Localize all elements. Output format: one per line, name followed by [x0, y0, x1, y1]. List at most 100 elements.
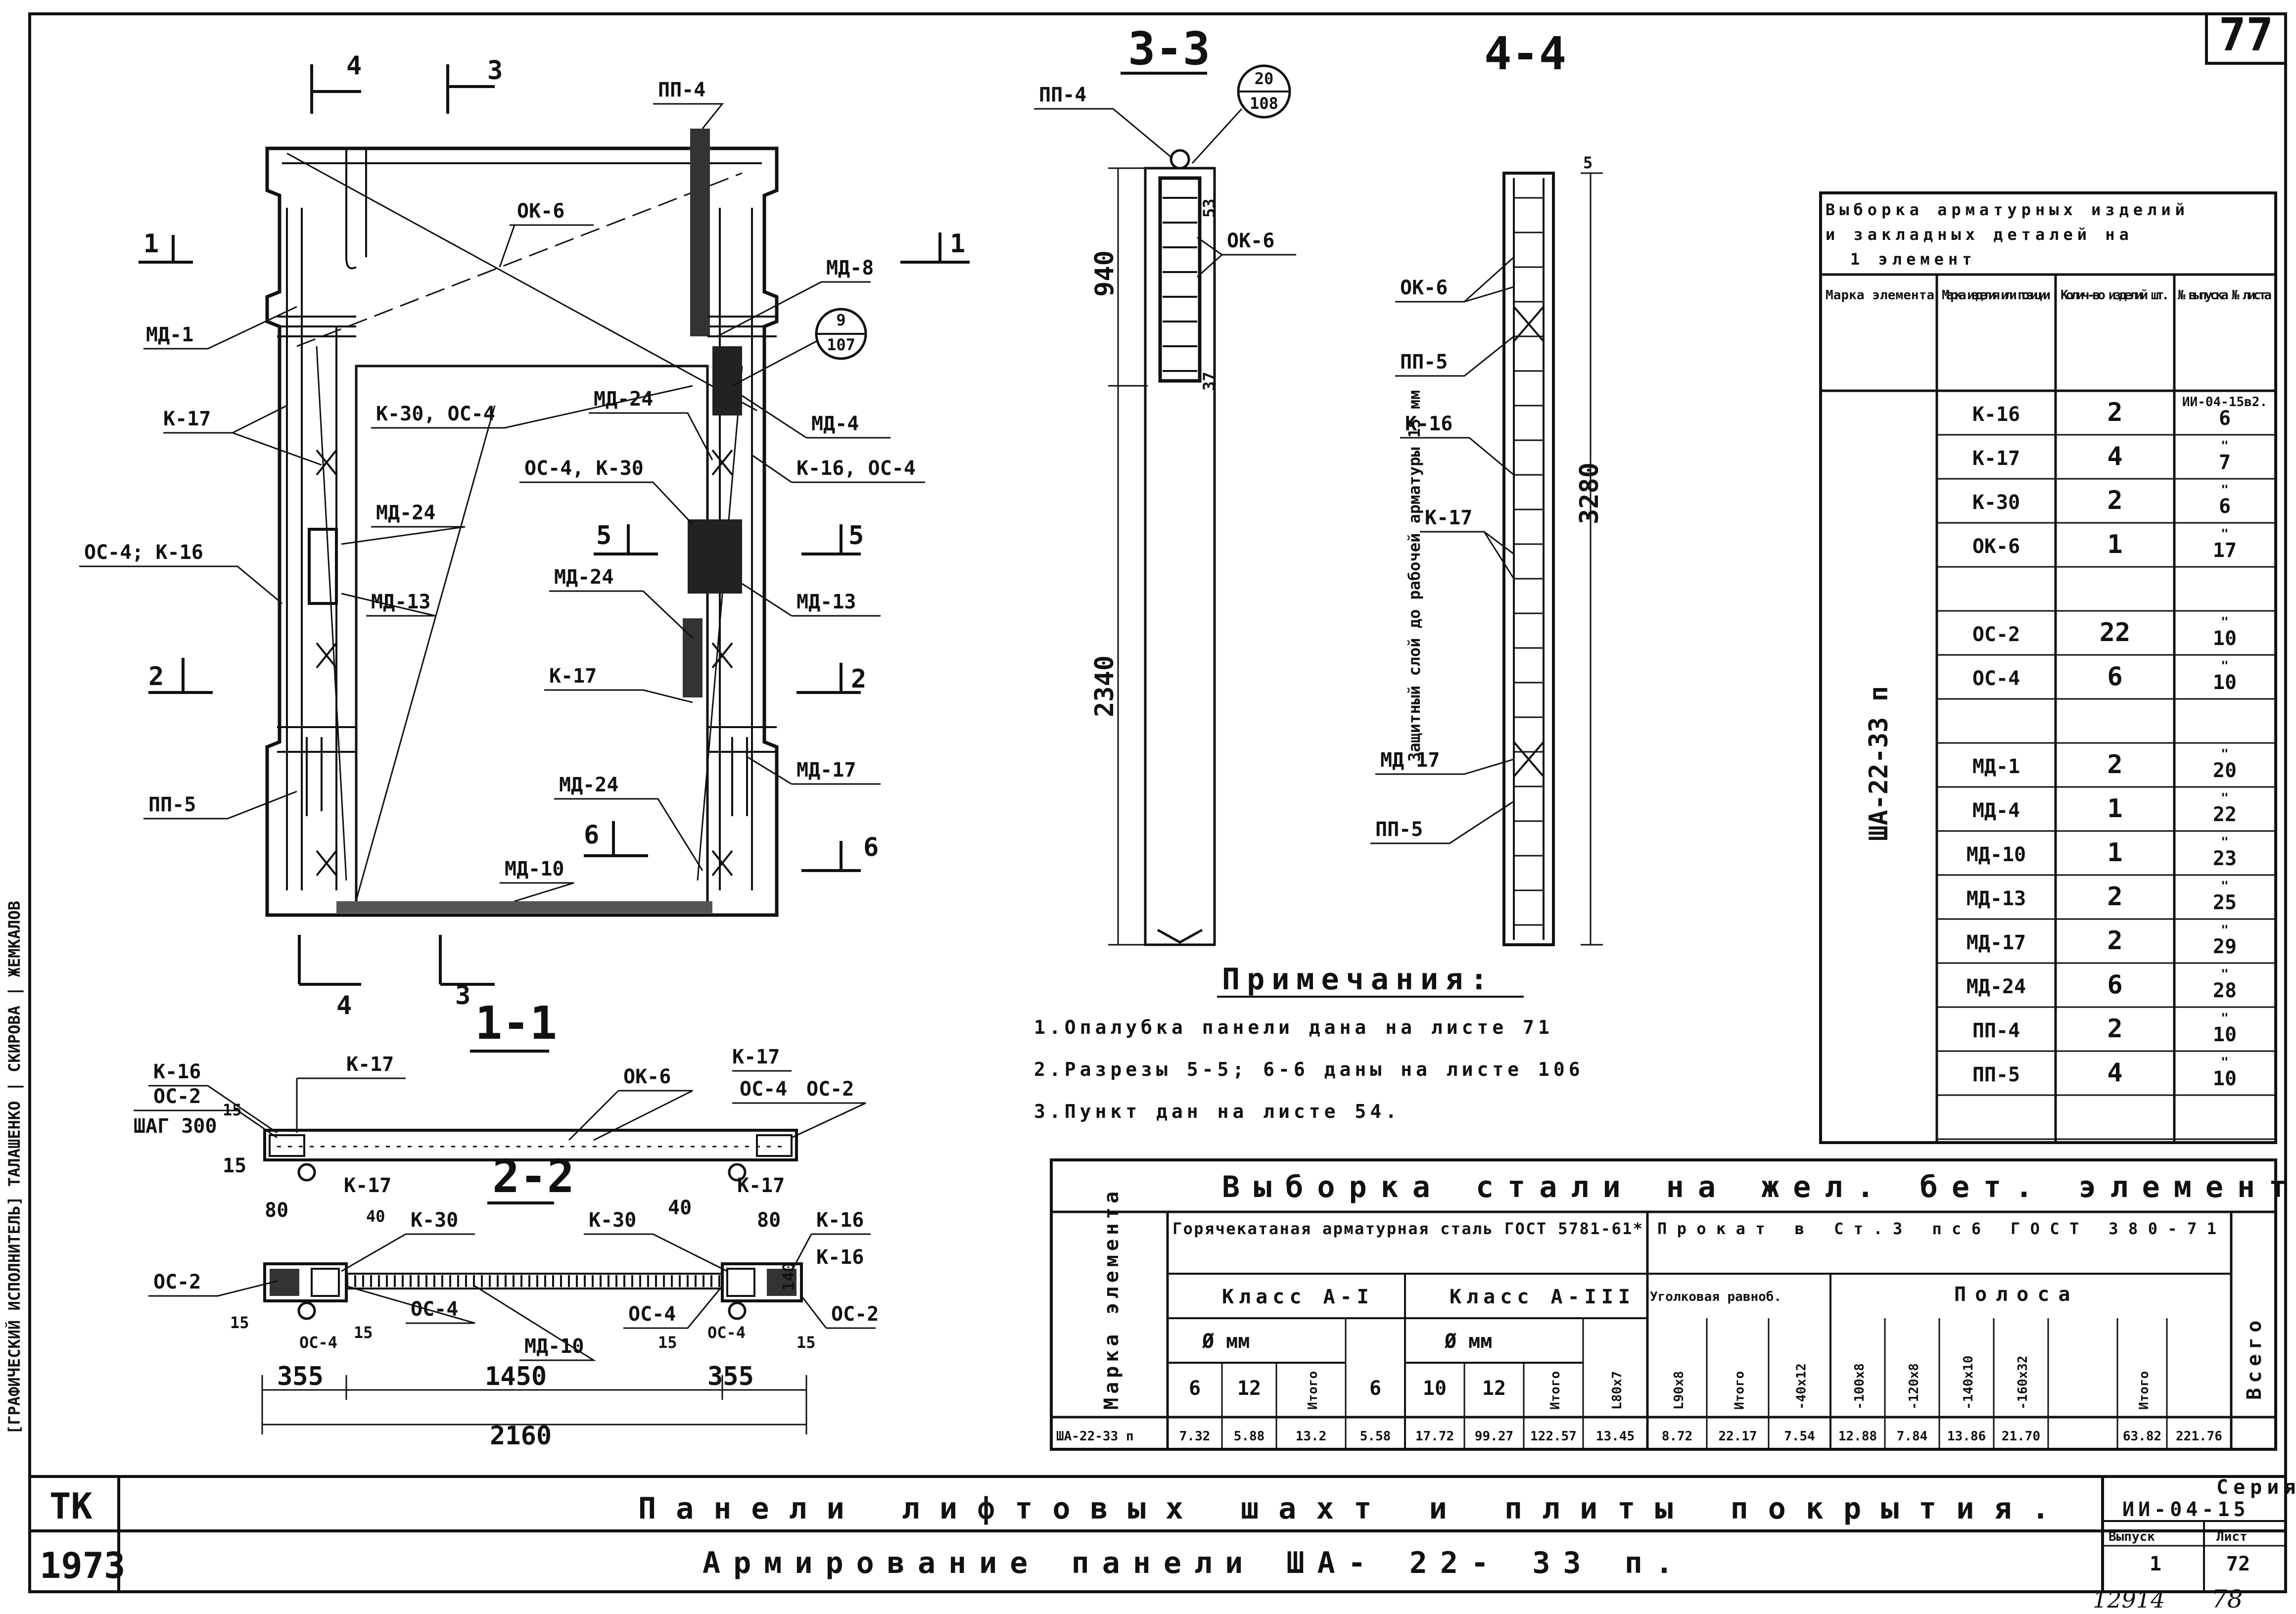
svg-text:40: 40: [668, 1197, 692, 1219]
schedule-row-ref: ": [2221, 1011, 2229, 1026]
schedule-row-qty: 1: [2107, 794, 2122, 824]
svg-text:ОС-4: ОС-4: [628, 1303, 676, 1326]
steel-row-value: 221.76: [2176, 1429, 2222, 1444]
svg-text:Ø мм: Ø мм: [1202, 1330, 1250, 1353]
schedule-row-qty: 4: [2107, 442, 2122, 471]
schedule-row-ref2: 10: [2213, 627, 2237, 650]
svg-text:ОК-6: ОК-6: [517, 200, 564, 223]
svg-text:МД-1: МД-1: [146, 323, 193, 346]
svg-text:МД-24: МД-24: [554, 566, 613, 589]
schedule-row-ref: ": [2221, 483, 2229, 498]
note-2: 2.Разрезы 5-5; 6-6 даны на листе 106: [1034, 1059, 1584, 1080]
svg-text:№ выпуска № листа: № выпуска № листа: [2178, 288, 2272, 303]
svg-text:Армирование панели ША- 22- 33: Армирование панели ША- 22- 33 п.: [703, 1546, 1686, 1580]
schedule-row-mark: ПП-5: [1972, 1063, 2020, 1086]
svg-text:40: 40: [366, 1207, 385, 1226]
schedule-row-mark: ОС-2: [1972, 623, 2020, 646]
schedule-row-ref: ИИ-04-15в2.: [2182, 395, 2267, 410]
schedule-row-ref2: 25: [2213, 891, 2237, 914]
svg-text:Выборка арматурных изделий: Выборка арматурных изделий: [1826, 200, 2189, 219]
steel-row-value: 5.58: [1360, 1429, 1391, 1444]
schedule-row-ref2: 10: [2213, 671, 2237, 694]
svg-text:4: 4: [336, 991, 352, 1020]
svg-text:15: 15: [797, 1333, 816, 1352]
schedule-row-ref: ": [2221, 527, 2229, 542]
schedule-row-ref2: 20: [2213, 759, 2237, 782]
svg-text:ОС-2: ОС-2: [806, 1078, 854, 1101]
steel-table: Выборка стали на жел. бет. элементы, кг.…: [1050, 1158, 2296, 1451]
steel-col-header: L90x8: [1672, 1371, 1687, 1410]
svg-text:2: 2: [148, 662, 164, 692]
svg-text:ОС-4: ОС-4: [299, 1333, 337, 1352]
svg-text:ОК-6: ОК-6: [623, 1065, 671, 1088]
schedule-row-qty: 2: [2107, 882, 2122, 912]
svg-text:4-4: 4-4: [1484, 27, 1566, 80]
sheet-frame: [28, 12, 2287, 1593]
svg-text:80: 80: [265, 1199, 288, 1222]
svg-text:2160: 2160: [490, 1421, 552, 1451]
steel-col-header: 12: [1482, 1377, 1506, 1400]
svg-text:2: 2: [851, 664, 866, 694]
section-3-3: 3-3 ПП-4 20 108 ОК-6 53 37 940 2340: [1034, 22, 1296, 946]
svg-text:Уголковая равноб.: Уголковая равноб.: [1650, 1290, 1781, 1304]
svg-text:ОС-4: ОС-4: [707, 1323, 746, 1342]
svg-text:Класс А-III: Класс А-III: [1450, 1286, 1635, 1308]
steel-row-mark: ША-22-33 п: [1056, 1429, 1134, 1444]
schedule-row-qty: 1: [2107, 838, 2122, 868]
svg-text:К-30: К-30: [411, 1209, 458, 1232]
schedule-row-mark: МД-4: [1972, 799, 2020, 822]
note-1: 1.Опалубка панели дана на листе 71: [1034, 1016, 1553, 1038]
schedule-row-ref2: 10: [2213, 1067, 2237, 1090]
steel-col-header: 12: [1237, 1377, 1261, 1400]
steel-row-value: 63.82: [2123, 1429, 2161, 1444]
svg-text:ТК: ТК: [49, 1485, 93, 1527]
svg-text:К-16: К-16: [816, 1246, 864, 1269]
svg-text:Марка элемента: Марка элемента: [1100, 1188, 1123, 1410]
schedule-row-ref2: 29: [2213, 935, 2237, 958]
svg-text:К-16: К-16: [153, 1061, 201, 1083]
steel-row-value: 13.2: [1296, 1429, 1327, 1444]
schedule-row-ref2: 28: [2213, 979, 2237, 1002]
svg-text:Всего: Всего: [2243, 1316, 2266, 1400]
svg-text:15: 15: [223, 1154, 246, 1177]
notes-title: Примечания:: [1222, 962, 1495, 997]
steel-row-value: 7.32: [1179, 1429, 1211, 1444]
steel-col-header: Итого: [2137, 1371, 2152, 1410]
title-block: ТК 1973 Панели лифтовых шахт и плиты пок…: [30, 1475, 2296, 1592]
svg-text:Панели лифтовых шахт и плиты п: Панели лифтовых шахт и плиты покрытия.: [638, 1491, 2069, 1526]
svg-text:140: 140: [779, 1262, 798, 1291]
schedule-row-ref: ": [2221, 835, 2229, 850]
steel-col-header: L80x7: [1610, 1371, 1625, 1410]
schedule-row-mark: МД-1: [1972, 755, 2020, 778]
svg-text:МД-24: МД-24: [559, 774, 618, 796]
svg-text:108: 108: [1250, 94, 1278, 113]
svg-text:К-17: К-17: [732, 1046, 780, 1068]
elevation-labels: ПП-4 ОК-6 МД-8 МД-1 К-17 К-30, ОС-4 МД-2…: [79, 79, 925, 902]
steel-col-header: Итого: [1306, 1371, 1320, 1410]
svg-text:107: 107: [827, 335, 855, 354]
svg-text:15: 15: [223, 1101, 242, 1119]
steel-col-header: Итого: [1733, 1371, 1747, 1410]
schedule-element: ША-22-33 п: [1864, 686, 1894, 841]
svg-text:355: 355: [707, 1362, 754, 1391]
left-margin-text: [ГРАФИЧЕСКИЙ ИСПОЛНИТЕЛЬ] ТАЛАШЕНКО | СК…: [5, 901, 24, 1434]
schedule-row-ref: ": [2221, 615, 2229, 630]
svg-text:Марка изделия или позиции: Марка изделия или позиции: [1942, 288, 2051, 303]
svg-text:5: 5: [848, 521, 864, 551]
svg-text:Горячекатаная арматурная сталь: Горячекатаная арматурная сталь ГОСТ 5781…: [1172, 1219, 1642, 1238]
svg-text:ОС-4; К-16: ОС-4; К-16: [84, 541, 203, 564]
schedule-row-mark: К-16: [1972, 403, 2020, 426]
svg-text:940: 940: [1090, 250, 1120, 297]
svg-text:ПП-5: ПП-5: [1375, 818, 1423, 841]
svg-text:МД-24: МД-24: [376, 502, 435, 524]
svg-text:72: 72: [2226, 1553, 2250, 1575]
svg-text:МД-10: МД-10: [505, 858, 564, 880]
note-3: 3.Пункт дан на листе 54.: [1034, 1101, 1401, 1122]
svg-text:К-16, ОС-4: К-16, ОС-4: [797, 457, 916, 480]
svg-text:ПП-4: ПП-4: [658, 79, 705, 101]
svg-text:К-17: К-17: [1425, 507, 1472, 529]
svg-text:2-2: 2-2: [492, 1150, 574, 1203]
steel-row-value: 12.88: [1838, 1429, 1877, 1444]
svg-text:6: 6: [584, 820, 599, 850]
svg-text:К-17: К-17: [344, 1174, 391, 1197]
